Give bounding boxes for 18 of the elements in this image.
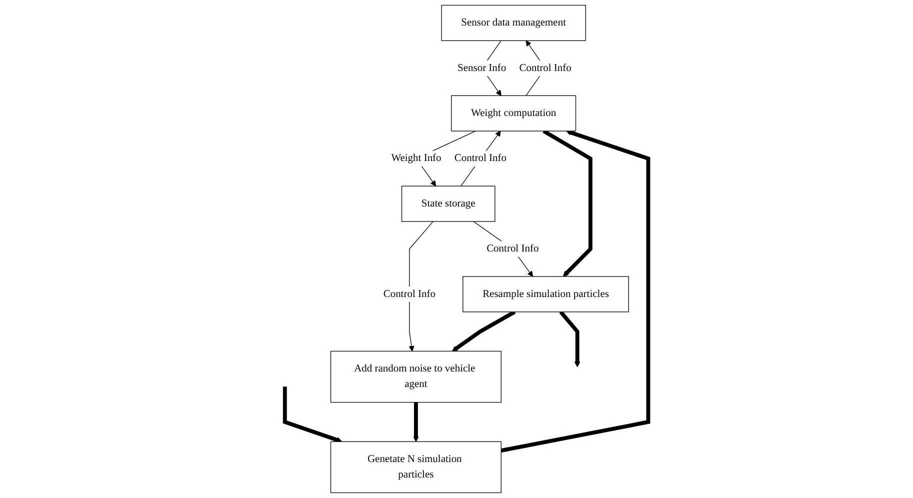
edge-label: Sensor Info	[457, 62, 506, 74]
node-box: Sensor data management	[440, 4, 586, 41]
arrow	[282, 386, 342, 443]
node-box: Add random noise to vehicle agent	[330, 350, 502, 403]
arrow	[452, 310, 516, 352]
arrow	[412, 402, 419, 442]
edge-label: Control Info	[454, 152, 506, 164]
edge-label: Weight Info	[390, 152, 442, 164]
edge-label: Control Info	[486, 243, 538, 254]
arrow	[558, 310, 580, 368]
node-box: Genetate N simulation particles	[330, 441, 502, 494]
edge-label: Control Info	[383, 288, 436, 300]
node-box: Weight computation	[450, 95, 576, 132]
arrow	[542, 129, 592, 277]
node-box: State storage	[401, 186, 496, 222]
edge-label: Control Info	[519, 62, 572, 74]
arrow	[500, 130, 650, 453]
node-box: Resample simulation particles	[462, 276, 629, 312]
